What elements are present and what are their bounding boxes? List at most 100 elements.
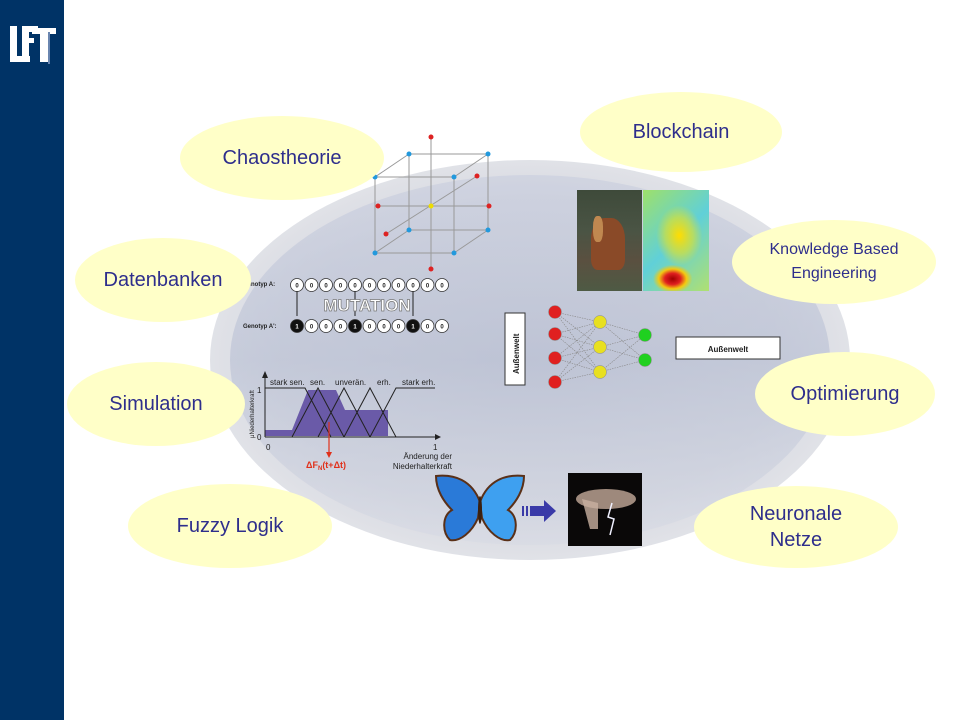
gene-cell bbox=[319, 319, 333, 333]
topic-label: Datenbanken bbox=[103, 269, 223, 291]
fuzzy-set-label: unverän. bbox=[335, 378, 366, 387]
nn-connection bbox=[599, 334, 646, 348]
gene-value: 0 bbox=[440, 284, 444, 290]
arrow-icon bbox=[522, 500, 556, 522]
topic-label: Fuzzy Logik bbox=[176, 515, 284, 537]
gene-cell bbox=[333, 319, 348, 333]
gene-value: 0 bbox=[440, 325, 444, 331]
gene-cell bbox=[348, 319, 362, 333]
gene-cell bbox=[319, 278, 333, 292]
genotype-a-label: Genotyp A: bbox=[243, 282, 275, 288]
topic-fuzzy-logik[interactable]: Fuzzy Logik bbox=[128, 484, 332, 568]
gene-value: 0 bbox=[368, 284, 372, 290]
gene-cell bbox=[304, 319, 319, 333]
topic-label: Simulation bbox=[109, 393, 203, 415]
chaos-cube-diagram bbox=[372, 134, 492, 272]
gene-cell bbox=[362, 319, 377, 333]
nn-connection bbox=[554, 321, 601, 383]
nn-connection bbox=[554, 333, 601, 348]
gene-value: 0 bbox=[426, 284, 430, 290]
nn-connection bbox=[599, 359, 646, 373]
gene-value: 0 bbox=[295, 284, 299, 290]
gene-cell bbox=[377, 319, 391, 333]
gene-value: 0 bbox=[310, 325, 314, 331]
genotype-a2-label: Genotyp A': bbox=[243, 324, 277, 330]
fuzzy-membership-diagram: stark sen. sen. unverän. erh. stark erh.… bbox=[250, 371, 453, 472]
horse-photo bbox=[577, 190, 642, 291]
nn-neuron bbox=[593, 340, 607, 354]
nn-neuron bbox=[548, 351, 562, 365]
gene-value: 1 bbox=[295, 325, 299, 331]
gene-value: 0 bbox=[339, 325, 343, 331]
y-tick-0: 0 bbox=[257, 433, 262, 442]
topic-blockchain[interactable]: Blockchain bbox=[580, 92, 782, 172]
nn-connection bbox=[554, 346, 601, 359]
y-tick-1: 1 bbox=[257, 386, 262, 395]
nn-connection bbox=[599, 346, 646, 361]
nn-connection bbox=[554, 311, 601, 323]
neural-network-diagram: Außenwelt Außenwelt bbox=[504, 305, 781, 389]
nn-connection bbox=[554, 311, 601, 348]
topic-label-line: Engineering bbox=[791, 265, 877, 282]
output-delta-label: ΔFN(t+Δt) bbox=[306, 460, 346, 472]
x-axis-label-line1: Änderung der bbox=[404, 452, 453, 461]
mutation-arrows bbox=[296, 291, 414, 316]
topic-chaostheorie[interactable]: Chaostheorie bbox=[180, 116, 384, 200]
nn-neuron bbox=[548, 375, 562, 389]
gene-row-a2: 1 0 0 0 1 0 0 0 1 0 0 bbox=[290, 319, 449, 333]
topic-optimierung[interactable]: Optimierung bbox=[755, 352, 935, 436]
y-axis-label: μNiederhalterkraft bbox=[250, 390, 256, 438]
gene-value: 1 bbox=[353, 325, 357, 331]
gene-cell bbox=[435, 319, 449, 333]
gene-cell bbox=[304, 278, 319, 292]
gene-value: 0 bbox=[368, 325, 372, 331]
gene-value: 1 bbox=[411, 325, 415, 331]
gene-cell bbox=[420, 319, 435, 333]
topic-label: Optimierung bbox=[790, 383, 900, 405]
gene-cell bbox=[290, 319, 304, 333]
topic-label-line: Knowledge Based bbox=[769, 241, 899, 258]
fuzzy-set-label: stark sen. bbox=[270, 378, 305, 387]
nn-connection bbox=[554, 321, 601, 335]
butterfly-image bbox=[434, 474, 526, 542]
x-axis-label-line2: Niederhalterkraft bbox=[393, 462, 453, 471]
gene-value: 0 bbox=[339, 284, 343, 290]
gene-value: 0 bbox=[397, 325, 401, 331]
gene-cell bbox=[377, 278, 391, 292]
horse-heatmap-image bbox=[577, 190, 709, 291]
nn-neuron bbox=[638, 353, 652, 367]
topic-simulation[interactable]: Simulation bbox=[67, 362, 245, 446]
gene-cell bbox=[391, 278, 406, 292]
gene-value: 0 bbox=[382, 325, 386, 331]
nn-connection bbox=[554, 311, 601, 373]
nn-connection bbox=[554, 333, 601, 373]
gene-value: 0 bbox=[426, 325, 430, 331]
nn-neuron bbox=[593, 365, 607, 379]
topic-label: Chaostheorie bbox=[222, 147, 342, 169]
gene-cell bbox=[333, 278, 348, 292]
gene-cell bbox=[420, 278, 435, 292]
nn-connection bbox=[554, 357, 601, 373]
press-machine-background bbox=[230, 175, 830, 545]
lightning-image bbox=[568, 473, 642, 546]
nn-connection bbox=[554, 346, 601, 383]
nn-connection bbox=[599, 334, 646, 373]
mutation-label: MUTATION bbox=[323, 296, 410, 315]
gene-value: 0 bbox=[324, 325, 328, 331]
topic-label: Blockchain bbox=[632, 121, 730, 143]
input-world-label: Außenwelt bbox=[512, 333, 521, 374]
nn-neuron bbox=[548, 305, 562, 319]
fuzzy-set-label: sen. bbox=[310, 378, 325, 387]
x-tick-1: 1 bbox=[433, 443, 438, 452]
gene-value: 0 bbox=[310, 284, 314, 290]
topic-datenbanken[interactable]: Datenbanken bbox=[75, 238, 251, 322]
fuzzy-set-label: stark erh. bbox=[402, 378, 435, 387]
output-world-label: Außenwelt bbox=[708, 345, 749, 354]
gene-cell bbox=[435, 278, 449, 292]
gene-value: 0 bbox=[382, 284, 386, 290]
nn-connection bbox=[554, 321, 601, 359]
